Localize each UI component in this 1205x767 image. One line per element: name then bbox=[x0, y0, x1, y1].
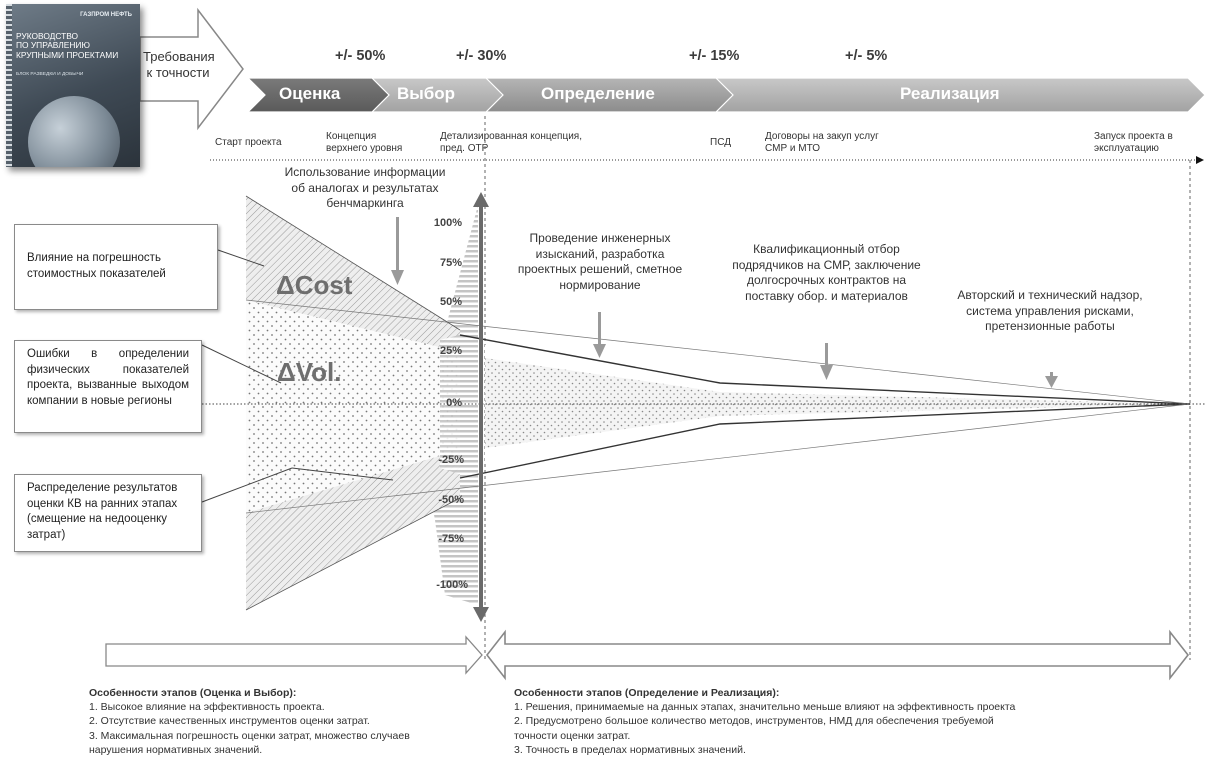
delta-cost-label: ΔCost bbox=[276, 270, 353, 300]
tick-minus-100: -100% bbox=[436, 579, 468, 591]
book-subtitle: БЛОК РАЗВЕДКИ И ДОБЫЧИ bbox=[16, 72, 84, 77]
footer-left-item: 3. Максимальная погрешность оценки затра… bbox=[89, 729, 410, 756]
book-logo: ГАЗПРОМ НЕФТЬ bbox=[80, 12, 132, 18]
globe-image bbox=[28, 96, 120, 167]
phase-assessment-shape bbox=[246, 77, 390, 113]
cost-impact-box: Влияние на погрешность стоимостных показ… bbox=[14, 224, 218, 310]
tick-75: 75% bbox=[439, 257, 462, 269]
engineering-note: Проведение инженерных изысканий, разрабо… bbox=[517, 231, 683, 292]
tick-minus-25: -25% bbox=[438, 454, 464, 466]
footer-right-title: Особенности этапов (Определение и Реализ… bbox=[514, 687, 780, 699]
footer-right-item: 2. Предусмотрено большое количество мето… bbox=[514, 715, 994, 742]
benchmarking-note: Использование информации об аналогах и р… bbox=[284, 165, 446, 211]
tick-25: 25% bbox=[439, 345, 462, 357]
tick-50: 50% bbox=[439, 296, 462, 308]
milestone-contracts: Договоры на закуп услуг СМР и МТО bbox=[765, 131, 879, 154]
tick-minus-75: -75% bbox=[438, 533, 464, 545]
milestone-detailed-concept: Детализированная концепция, пред. ОТР bbox=[440, 131, 582, 154]
delta-vol-label: ΔVol. bbox=[277, 357, 342, 387]
book-spine bbox=[6, 4, 12, 167]
accuracy-5: +/- 5% bbox=[845, 48, 888, 64]
phase-selection: Выбор bbox=[397, 84, 456, 103]
footer-right-item: 1. Решения, принимаемые на данных этапах… bbox=[514, 701, 1016, 714]
physical-errors-box: Ошибки в определении физических показате… bbox=[14, 340, 202, 433]
requirements-label: Требования к точности bbox=[143, 49, 215, 80]
footer-right: Особенности этапов (Определение и Реализ… bbox=[514, 686, 1034, 757]
footer-left-title: Особенности этапов (Оценка и Выбор): bbox=[89, 687, 297, 699]
contractor-note: Квалификационный отбор подрядчиков на СМ… bbox=[732, 242, 921, 303]
tick-minus-50: -50% bbox=[438, 494, 464, 506]
milestone-psd: ПСД bbox=[710, 137, 731, 148]
phase-realization: Реализация bbox=[900, 84, 1000, 103]
footer-left: Особенности этапов (Оценка и Выбор): 1. … bbox=[89, 686, 464, 757]
phase-assessment: Оценка bbox=[279, 84, 341, 103]
tick-0: 0% bbox=[446, 397, 462, 409]
milestone-concept: Концепция верхнего уровня bbox=[326, 131, 403, 154]
supervision-note: Авторский и технический надзор, система … bbox=[957, 288, 1143, 334]
book-title: РУКОВОДСТВО ПО УПРАВЛЕНИЮ КРУПНЫМИ ПРОЕК… bbox=[16, 31, 119, 60]
guide-book-cover: ГАЗПРОМ НЕФТЬ РУКОВОДСТВО ПО УПРАВЛЕНИЮ … bbox=[6, 4, 140, 167]
accuracy-15: +/- 15% bbox=[689, 48, 740, 64]
accuracy-50: +/- 50% bbox=[335, 48, 386, 64]
milestone-start: Старт проекта bbox=[215, 137, 282, 148]
footer-left-item: 2. Отсутствие качественных инструментов … bbox=[89, 715, 370, 728]
requirements-arrow bbox=[139, 7, 244, 131]
tick-100: 100% bbox=[433, 217, 462, 229]
milestone-launch: Запуск проекта в эксплуатацию bbox=[1094, 131, 1173, 154]
phase-definition: Определение bbox=[541, 84, 655, 103]
footer-right-item: 3. Точность в пределах нормативных значе… bbox=[514, 743, 746, 756]
accuracy-30: +/- 30% bbox=[456, 48, 507, 64]
estimate-distribution-box: Распределение результатов оценки КВ на р… bbox=[14, 474, 202, 552]
footer-left-item: 1. Высокое влияние на эффективность прое… bbox=[89, 701, 325, 714]
